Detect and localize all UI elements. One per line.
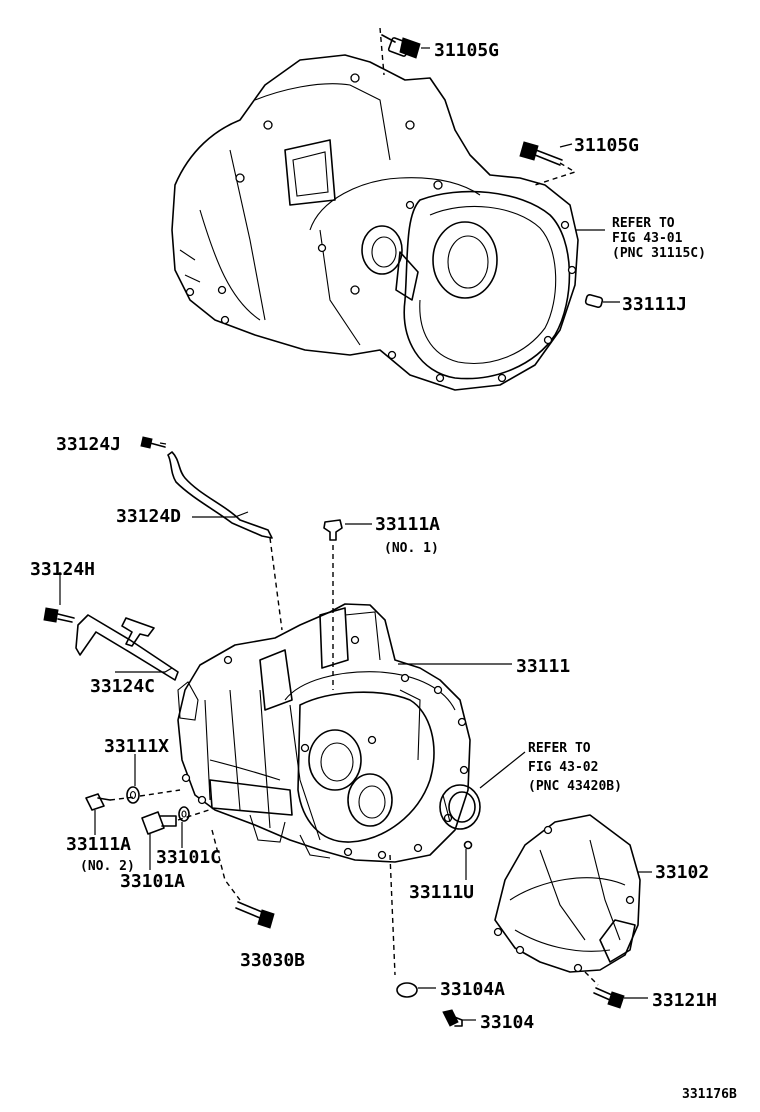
label-refer-fig-43-02-line3: (PNC 43420B)	[528, 779, 622, 794]
housing-bolt-holes	[185, 73, 577, 383]
label-33111u: 33111U	[409, 882, 474, 903]
label-33124c: 33124C	[90, 676, 155, 697]
label-33030b: 33030B	[240, 950, 305, 971]
label-33101c: 33101C	[156, 847, 221, 868]
label-33111a-no1: 33111A	[375, 514, 440, 535]
bolt-31105g-right	[519, 141, 577, 186]
label-31105g-top: 31105G	[434, 40, 499, 61]
label-33102: 33102	[655, 862, 709, 883]
label-33101a: 33101A	[120, 871, 185, 892]
plug-33111a-no1	[323, 519, 343, 690]
label-33124h: 33124H	[30, 559, 95, 580]
label-33104a: 33104A	[440, 979, 505, 1000]
label-31105g-right: 31105G	[574, 135, 639, 156]
label-33104: 33104	[480, 1012, 534, 1033]
gasket-33104a	[389, 854, 418, 998]
pin-33111u	[463, 840, 473, 850]
bolt-33124j	[140, 436, 166, 449]
figure-code: 331176B	[682, 1087, 737, 1102]
label-refer-fig-43-01-line1: REFER TO	[612, 216, 675, 231]
part-labels: 31105G 31105G REFER TO FIG 43-01 (PNC 31…	[30, 40, 737, 1102]
label-33124j: 33124J	[56, 434, 121, 455]
bolt-31105g-top	[379, 27, 421, 76]
plug-33101a	[141, 807, 216, 835]
cover-33102	[493, 814, 641, 973]
label-refer-fig-43-01-line2: FIG 43-01	[612, 231, 683, 246]
label-33121h: 33121H	[652, 990, 717, 1011]
label-33111x: 33111X	[104, 736, 169, 757]
bolt-33124h	[43, 607, 75, 623]
upper-transaxle-housing	[171, 54, 579, 391]
plug-33111a-no2	[85, 793, 136, 811]
pin-33111j	[584, 293, 604, 309]
oil-seal	[439, 784, 481, 830]
label-33111: 33111	[516, 656, 570, 677]
label-33124d: 33124D	[116, 506, 181, 527]
bolt-33121h	[584, 971, 625, 1009]
label-refer-fig-43-02-line1: REFER TO	[528, 741, 591, 756]
shift-rod-33124d	[167, 451, 283, 631]
label-33111a-no2-note: (NO. 2)	[80, 859, 135, 874]
plug-33104	[442, 1009, 463, 1027]
gasket-33101c	[178, 806, 190, 822]
label-refer-fig-43-01-line3: (PNC 31115C)	[612, 246, 706, 261]
label-33111j: 33111J	[622, 294, 687, 315]
bolt-33030b	[211, 829, 275, 929]
label-33111a-no2: 33111A	[66, 834, 131, 855]
gasket-33111x	[126, 786, 181, 804]
transaxle-case-33111	[177, 603, 471, 863]
case-bolt-holes	[181, 635, 469, 860]
label-33111a-no1-note: (NO. 1)	[384, 541, 439, 556]
bracket-33124c	[75, 614, 179, 681]
label-refer-fig-43-02-line2: FIG 43-02	[528, 760, 598, 775]
leader-lines	[59, 47, 652, 1021]
